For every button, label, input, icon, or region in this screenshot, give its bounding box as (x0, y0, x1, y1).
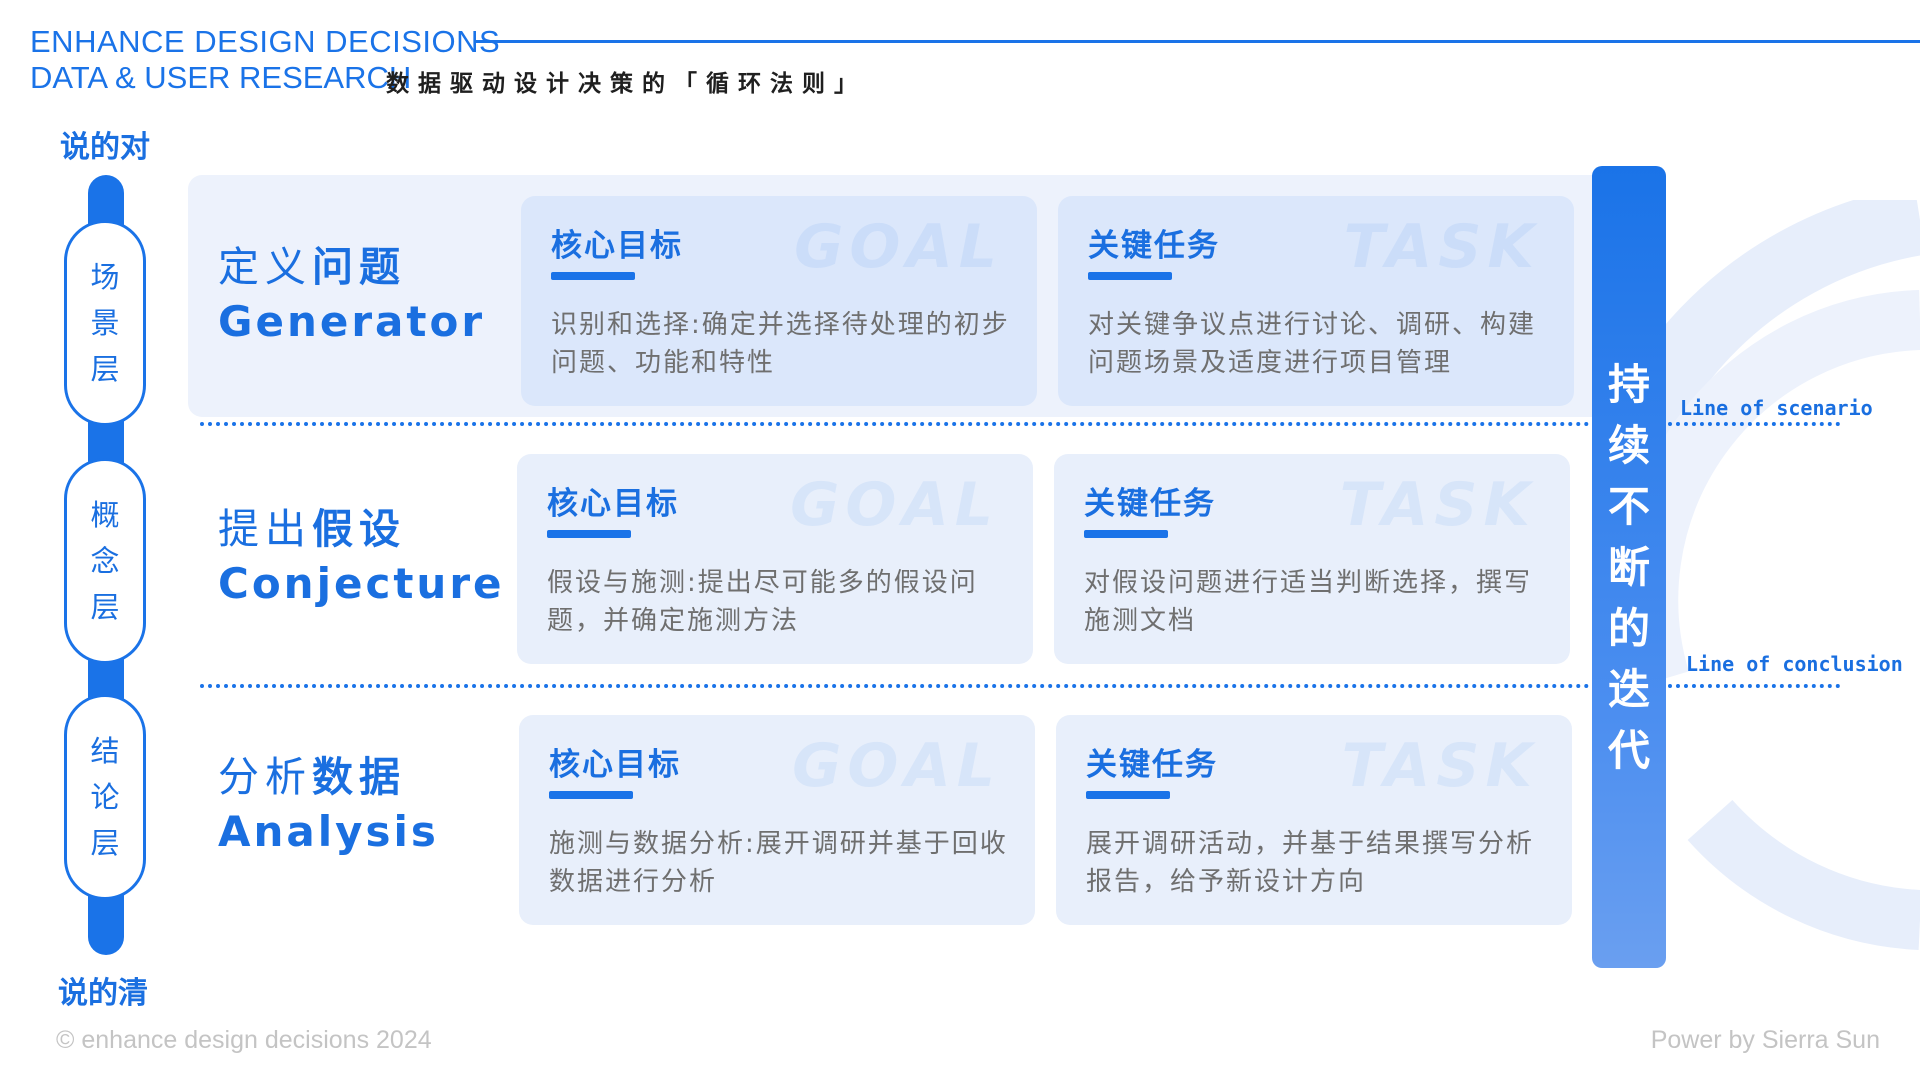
line-of-conclusion-label: Line of conclusion (1686, 652, 1903, 676)
task-card: TASK 关键任务 对假设问题进行适当判断选择，撰写施测文档 (1054, 454, 1570, 664)
card-text: 假设与施测:提出尽可能多的假设问题，并确定施测方法 (547, 568, 978, 636)
line-of-scenario-label: Line of scenario (1680, 396, 1873, 420)
dotted-separator-conclusion-right (1668, 684, 1840, 688)
card-watermark: GOAL (794, 212, 1003, 282)
footer-copyright: © enhance design decisions 2024 (56, 1026, 432, 1054)
card-underline (549, 791, 633, 799)
card-title: 关键任务 (1086, 747, 1218, 783)
goal-card: GOAL 核心目标 施测与数据分析:展开调研并基于回收数据进行分析 (519, 715, 1035, 925)
card-watermark: TASK (1343, 212, 1540, 282)
card-underline (1088, 272, 1172, 280)
goal-card: GOAL 核心目标 假设与施测:提出尽可能多的假设问题，并确定施测方法 (517, 454, 1033, 664)
goal-card: GOAL 核心目标 识别和选择:确定并选择待处理的初步问题、功能和特性 (521, 196, 1037, 406)
layer-label: 概念层 (90, 498, 120, 624)
row-title-en: Analysis (218, 807, 439, 856)
continuous-iteration-bar: 持续不断的迭代 (1592, 166, 1666, 968)
row-title-conjecture: 提出假设 Conjecture (218, 502, 505, 612)
scale-top-label: 说的对 (60, 130, 150, 165)
card-title: 关键任务 (1084, 486, 1216, 522)
dotted-separator-scenario (200, 422, 1590, 426)
row-title-define-problem: 定义问题 Generator (218, 240, 485, 350)
row-title-cn: 提出假设 (218, 505, 406, 553)
task-card: TASK 关键任务 展开调研活动，并基于结果撰写分析报告，给予新设计方向 (1056, 715, 1572, 925)
row-title-cn: 定义问题 (218, 243, 406, 291)
header-title-line1: ENHANCE DESIGN DECISIONS (30, 24, 501, 59)
header-title-line2: DATA & USER RESEARCH (30, 60, 412, 95)
dotted-separator-scenario-right (1668, 422, 1840, 426)
dotted-separator-conclusion (200, 684, 1590, 688)
layer-pill-conclusion: 结论层 (64, 694, 146, 900)
card-underline (1084, 530, 1168, 538)
iteration-label: 持续不断的迭代 (1607, 359, 1650, 775)
card-watermark: TASK (1339, 470, 1536, 540)
header-subtitle: 数据驱动设计决策的「循环法则」 (386, 71, 866, 97)
card-watermark: TASK (1341, 731, 1538, 801)
layer-label: 场景层 (90, 260, 120, 386)
layer-pill-scenario: 场景层 (64, 220, 146, 426)
card-underline (551, 272, 635, 280)
card-watermark: GOAL (790, 470, 999, 540)
task-card: TASK 关键任务 对关键争议点进行讨论、调研、构建问题场景及适度进行项目管理 (1058, 196, 1574, 406)
card-title: 核心目标 (549, 747, 681, 783)
card-title: 关键任务 (1088, 228, 1220, 264)
header-rule (474, 40, 1920, 43)
footer-credit: Power by Sierra Sun (1650, 1026, 1880, 1054)
card-title: 核心目标 (551, 228, 683, 264)
card-underline (1086, 791, 1170, 799)
card-text: 对假设问题进行适当判断选择，撰写施测文档 (1084, 568, 1533, 636)
card-text: 识别和选择:确定并选择待处理的初步问题、功能和特性 (551, 310, 1010, 378)
scale-bottom-label: 说的清 (58, 976, 148, 1011)
layer-pill-concept: 概念层 (64, 458, 146, 664)
card-underline (547, 530, 631, 538)
card-text: 施测与数据分析:展开调研并基于回收数据进行分析 (549, 829, 1008, 897)
layer-label: 结论层 (90, 734, 120, 860)
row-title-en: Conjecture (218, 559, 505, 608)
row-title-cn: 分析数据 (218, 753, 406, 801)
row-title-analysis: 分析数据 Analysis (218, 750, 439, 860)
card-text: 展开调研活动，并基于结果撰写分析报告，给予新设计方向 (1086, 829, 1535, 897)
row-title-en: Generator (218, 297, 486, 346)
card-text: 对关键争议点进行讨论、调研、构建问题场景及适度进行项目管理 (1088, 310, 1537, 378)
card-title: 核心目标 (547, 486, 679, 522)
card-watermark: GOAL (792, 731, 1001, 801)
